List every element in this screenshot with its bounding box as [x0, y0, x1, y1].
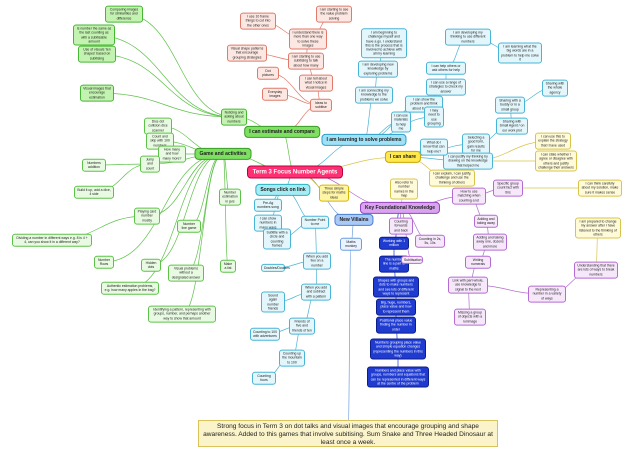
game-node-13: Make a list [220, 259, 236, 273]
purple-node-4: Adding and taking away one, dozens and m… [473, 233, 507, 251]
purple-node-1: Specific group count fact with this [493, 179, 523, 197]
green-node-5: Noticing and asking about numbers [221, 108, 247, 126]
red-node-5: I can tell about what I notice in visual… [299, 74, 333, 92]
song-node-8: When you add and subtract with a pattern [301, 283, 331, 301]
vocab-node-1: Also refer to number names in the map [390, 178, 418, 200]
lblue-node-7: I may need to use grouping [424, 106, 444, 128]
song-node-11: Counting to 100 with adventures [250, 327, 280, 341]
navy-node-1: Working with 1 million [379, 236, 409, 250]
song-node-9: Sound again number friends [261, 291, 285, 313]
navy-node-3: Shapes with groups and dots to make numb… [373, 276, 419, 298]
topic-estimate-compare[interactable]: I can estimate and compare [244, 125, 320, 139]
connector-line [222, 153, 229, 267]
song-node-2: Pre-Ag numbers song [254, 198, 282, 212]
game-node-14: Visual problems without a designated ans… [168, 264, 204, 282]
share-node-2: I can state whether I agree or disagree … [535, 150, 577, 172]
navy-node-5: Positional place value finding the numbe… [376, 316, 416, 334]
connector-line [347, 243, 352, 434]
song-node-12: Counting up the mountain to 100 [279, 349, 305, 367]
connector-line [96, 92, 235, 118]
lblue-node-8: Sharing with the whole agency [542, 79, 568, 97]
purple-node-2: How to use matching when counting a lot [452, 187, 486, 205]
song-node-5: Subtitle with a circle and counting fram… [263, 228, 291, 250]
red-node-6: Visual shape patterns that encourage gro… [227, 44, 267, 62]
vocab-node-4: Subitisation [401, 255, 423, 265]
green-node-1: Comparing images for similarities and di… [105, 5, 143, 23]
lblue-node-13: What do I know that can help me? [420, 138, 448, 156]
connector-line [96, 53, 235, 118]
topic-learning-problems[interactable]: I am learning to solve problems [321, 133, 407, 147]
blue-node-1: I am beginning to challenge myself and h… [361, 28, 407, 58]
purple-node-11: I am prepared to change my answer after … [575, 217, 621, 239]
game-node-9: Number Rows [94, 255, 114, 269]
villain-node-1: Maths monkey [340, 237, 362, 251]
song-node-4: Number Point to me [301, 215, 329, 229]
song-node-7: Doubles/Doubles [261, 263, 290, 273]
purple-node-8: Understanding that there are lots of way… [574, 261, 618, 279]
purple-node-9: Representing a number in a variety of wa… [528, 285, 566, 303]
green-node-3: Use of visuals 'ten shapes' based on sub… [78, 45, 116, 63]
navy-node-4: Big, huge, numbers, place value and how … [376, 298, 416, 316]
game-node-11: Number line game [177, 219, 201, 233]
share-node-3: I can explain, I can justify, challenge … [429, 169, 475, 187]
navy-node-2: The number line is a part of maths [379, 255, 409, 273]
vocab-node-3: Counting in 2s, 5s, 10s [415, 234, 445, 248]
purple-node-10: I can think carefully about my solution,… [578, 179, 622, 197]
game-node-12: Authentic estimation problems, e.g. how … [101, 281, 159, 295]
lblue-node-2: I am learning what the big words are in … [498, 42, 542, 64]
summary-note: Strong focus in Term 3 on dot talks and … [198, 420, 498, 447]
lblue-node-4: I can use a range of strategies to check… [426, 78, 466, 96]
game-node-10: Hidden dots [141, 258, 161, 272]
purple-node-7: Missing a group of objects with a rummag… [454, 308, 486, 326]
lblue-node-6: I can use materials to help me [391, 111, 411, 133]
red-node-1: I am starting to see the value problem s… [316, 5, 352, 23]
navy-node-6: Numbers grouping place value and simple … [370, 338, 426, 360]
game-node-15: Identifying a pattern, representing with… [148, 305, 216, 323]
connector-line [181, 153, 224, 315]
purple-node-3: Adding and taking away [474, 214, 498, 228]
lblue-node-10: Sharing with Small Agent / on our work p… [496, 117, 528, 135]
game-node-5: Numbers addition [82, 158, 106, 172]
song-node-13: Counting fours [252, 371, 276, 385]
lblue-node-3: I can help others or ask others for help [426, 61, 466, 75]
red-node-7: Dot pictures [257, 66, 279, 80]
lblue-node-1: I am developing my thinking to use diffe… [445, 28, 491, 46]
red-node-3: I understand there is more than one way … [289, 28, 327, 50]
song-node-6: When you add two on a number [303, 252, 331, 270]
game-node-16: Number estimation in jars [219, 188, 241, 206]
lblue-node-12: I can justify my thinking by drawing on … [443, 152, 493, 170]
lblue-node-11: Selecting a good form, gain results for … [462, 133, 490, 155]
share-node-1: I can use this to explain the strategy t… [535, 132, 571, 150]
game-node-8: Dividing a number in different ways e.g.… [12, 233, 92, 247]
red-node-9: Ideas to subitise [310, 98, 332, 112]
blue-node-2: I am developing new knowledge by explori… [358, 60, 398, 78]
connector-line [93, 34, 235, 118]
vocab-node-2: Counting forwards and back [389, 217, 413, 235]
topic-villains[interactable]: New Villains [334, 213, 374, 227]
game-node-7: Playing card number mostly [134, 207, 160, 225]
purple-node-5: Writing numerals [465, 255, 491, 269]
green-node-2: Is number the same as the last counting … [73, 24, 115, 46]
game-node-6: Build it up, add a dice, 4 side [74, 185, 114, 199]
red-node-2: I use 10 frame things to cut into the ot… [240, 12, 276, 30]
game-node-3: How many and how many more? [158, 145, 186, 163]
song-node-10: Friends of five and friends of ten [289, 317, 315, 335]
topic-songs[interactable]: Songs click on link [255, 183, 311, 197]
red-node-8: Everyday images [262, 87, 288, 101]
red-node-4: I am starting to use subitising to talk … [288, 52, 324, 70]
navy-node-7: Numbers and place value with groups, num… [367, 366, 429, 388]
green-node-4: Visual images that encourage estimation [80, 84, 114, 102]
blue-node-3: I am connecting my knowledge to the prob… [355, 86, 393, 104]
purple-node-6: Link with part-whole, use knowledge to s… [448, 276, 488, 294]
game-node-4: Jump and count [140, 155, 160, 173]
topic-share[interactable]: I can share [384, 150, 422, 164]
topic-vocab[interactable]: Key Foundational Knowledge [359, 201, 441, 215]
topic-games[interactable]: Game and activities [194, 147, 252, 161]
connector-line [185, 153, 224, 274]
thinking-note: Three simple steps for maths ideas [319, 184, 349, 202]
lblue-node-9: Sharing with a buddy or in a small group [495, 96, 525, 114]
game-node-2: Count and skip with 100 numbers [146, 132, 174, 150]
central-topic[interactable]: Term 3 Focus Number Agents [247, 165, 343, 179]
